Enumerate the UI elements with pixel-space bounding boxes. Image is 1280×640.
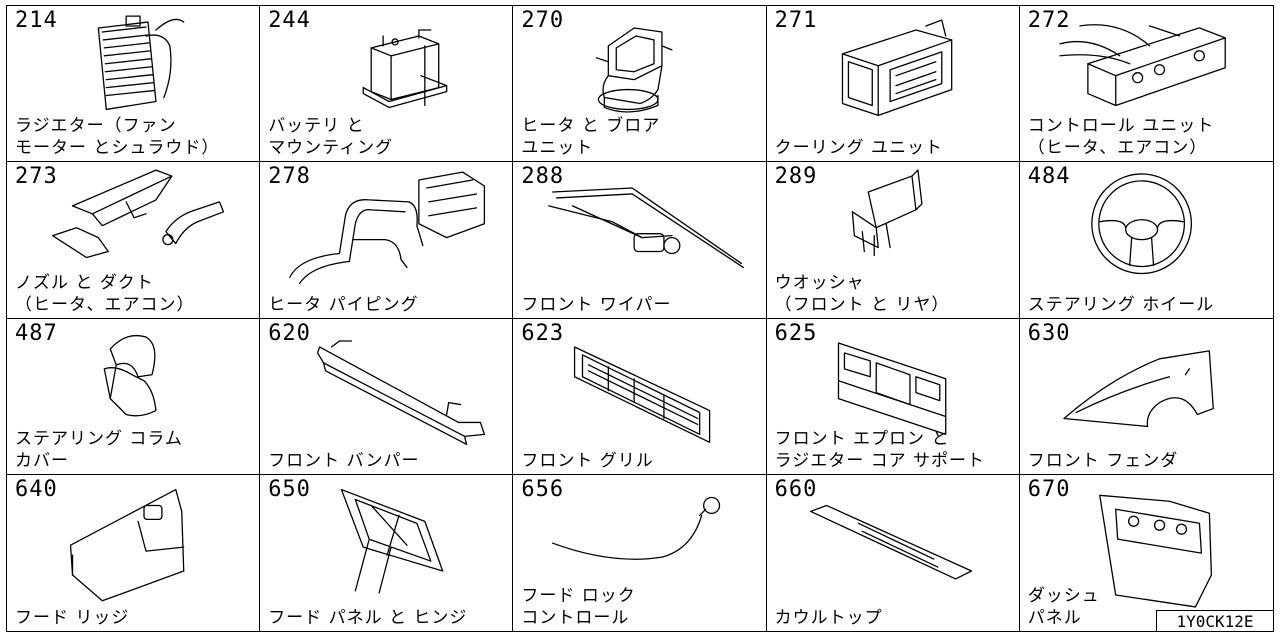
dash-panel-icon bbox=[1098, 494, 1212, 608]
part-code: 244 bbox=[268, 8, 311, 33]
part-label: ラジエター コア サポート bbox=[774, 450, 986, 471]
part-label: ヒータ パイピング bbox=[268, 294, 419, 315]
part-code: 288 bbox=[521, 164, 565, 190]
radiator-icon bbox=[97, 15, 185, 111]
fender-icon bbox=[1063, 349, 1214, 427]
drawing-reference-number: 1Y0CK12E bbox=[1156, 610, 1274, 632]
part-code: 484 bbox=[1027, 164, 1071, 190]
part-code: 670 bbox=[1027, 476, 1071, 502]
part-label: マウンティング bbox=[268, 138, 394, 159]
part-cell-670[interactable]: 670 ダッシュパネル bbox=[1020, 475, 1273, 631]
part-code: 656 bbox=[521, 476, 565, 502]
part-label: モーター とシュラウド） bbox=[15, 138, 220, 159]
part-label: ヒータ と ブロア bbox=[521, 116, 661, 137]
part-cell-214[interactable]: 214 ラジエター（ファンモーター とシュラウド） bbox=[7, 6, 261, 163]
part-label: フロント エプロン と bbox=[774, 428, 950, 449]
part-label: コントロール bbox=[521, 608, 630, 628]
hood-lock-icon bbox=[552, 496, 721, 560]
part-cell-484[interactable]: 484 ステアリング ホイール bbox=[1019, 162, 1273, 319]
part-label: コントロール ユニット bbox=[1027, 116, 1215, 137]
part-cell-623[interactable]: 623 フロント グリル bbox=[513, 318, 767, 475]
part-cell-640[interactable]: 640 フード リッジ bbox=[7, 474, 261, 631]
washer-icon bbox=[851, 169, 923, 257]
part-label: フロント フェンダ bbox=[1027, 450, 1179, 471]
part-cell-289[interactable]: 289 ウオッシャ（フロント と リヤ） bbox=[766, 162, 1020, 319]
part-cell-273[interactable]: 273 ノズル と ダクト（ヒータ、エアコン） bbox=[7, 162, 261, 319]
part-code: 625 bbox=[774, 320, 818, 346]
part-code: 272 bbox=[1027, 8, 1071, 33]
part-cell-244[interactable]: 244 バッテリ とマウンティング bbox=[260, 6, 514, 163]
part-code: 289 bbox=[774, 164, 818, 190]
heater-blower-icon bbox=[596, 27, 673, 113]
part-code: 278 bbox=[268, 164, 311, 190]
parts-index-grid: 214 ラジエター（ファンモーター とシュラウド） 244 バッテリ とマウンテ… bbox=[6, 5, 1274, 632]
part-label: ユニット bbox=[521, 138, 594, 159]
part-code: 273 bbox=[15, 164, 58, 190]
part-cell-625[interactable]: 625 フロント エプロン とラジエター コア サポート bbox=[766, 318, 1020, 475]
part-label: バッテリ と bbox=[268, 116, 365, 137]
part-label: フロント バンパー bbox=[268, 450, 420, 471]
heater-piping-icon bbox=[289, 171, 486, 285]
part-label: フロント グリル bbox=[521, 450, 654, 471]
part-code: 620 bbox=[268, 320, 311, 346]
part-code: 623 bbox=[521, 320, 565, 346]
column-cover-icon bbox=[103, 334, 157, 416]
part-label: フード ロック bbox=[521, 586, 636, 606]
part-label: クーリング ユニット bbox=[774, 138, 943, 159]
wiper-icon bbox=[548, 187, 745, 269]
part-code: 630 bbox=[1027, 320, 1071, 346]
part-label: フード パネル と ヒンジ bbox=[268, 608, 468, 628]
part-label: ステアリング コラム bbox=[15, 428, 183, 449]
part-cell-288[interactable]: 288 フロント ワイパー bbox=[513, 162, 767, 319]
part-cell-650[interactable]: 650 フード パネル と ヒンジ bbox=[260, 474, 514, 631]
part-label: フロント ワイパー bbox=[521, 294, 672, 315]
battery-icon bbox=[362, 29, 448, 109]
grille-icon bbox=[574, 345, 711, 443]
part-label: ステアリング ホイール bbox=[1027, 294, 1215, 315]
cooling-unit-icon bbox=[841, 19, 952, 117]
apron-icon bbox=[837, 341, 946, 435]
control-unit-icon bbox=[1059, 24, 1226, 107]
part-cell-278[interactable]: 278 ヒータ パイピング bbox=[260, 162, 514, 319]
part-label: フード リッジ bbox=[15, 608, 130, 628]
part-code: 650 bbox=[268, 476, 311, 502]
part-code: 660 bbox=[774, 476, 818, 502]
steering-wheel-icon bbox=[1091, 173, 1192, 275]
part-cell-656[interactable]: 656 フード ロックコントロール bbox=[513, 474, 767, 631]
part-cell-271[interactable]: 271 クーリング ユニット bbox=[766, 6, 1020, 163]
part-label: （ヒータ、エアコン） bbox=[15, 294, 195, 315]
part-code: 487 bbox=[15, 320, 58, 346]
part-code: 214 bbox=[15, 8, 58, 33]
part-cell-620[interactable]: 620 フロント バンパー bbox=[260, 318, 514, 475]
part-label: ダッシュ bbox=[1027, 586, 1100, 606]
part-label: カバー bbox=[15, 450, 69, 471]
nozzle-duct-icon bbox=[52, 169, 225, 259]
part-code: 271 bbox=[774, 8, 818, 33]
part-cell-630[interactable]: 630 フロント フェンダ bbox=[1019, 319, 1273, 475]
part-label: ラジエター（ファン bbox=[15, 116, 177, 137]
part-cell-272[interactable]: 272 コントロール ユニット（ヒータ、エアコン） bbox=[1019, 6, 1273, 163]
part-cell-660[interactable]: 660 カウルトップ bbox=[767, 474, 1020, 631]
part-label: （フロント と リヤ） bbox=[774, 294, 950, 315]
part-label: パネル bbox=[1027, 608, 1082, 628]
part-label: （ヒータ、エアコン） bbox=[1027, 138, 1208, 159]
part-code: 640 bbox=[15, 476, 58, 502]
part-cell-270[interactable]: 270 ヒータ と ブロアユニット bbox=[513, 6, 767, 163]
part-label: ウオッシャ bbox=[774, 272, 865, 293]
part-label: ノズル と ダクト bbox=[15, 272, 154, 293]
part-code: 270 bbox=[521, 8, 565, 33]
hood-ledge-icon bbox=[69, 488, 185, 602]
bumper-icon bbox=[317, 339, 486, 445]
cowl-top-icon bbox=[809, 504, 972, 580]
hood-panel-icon bbox=[340, 488, 444, 594]
part-label: カウルトップ bbox=[774, 608, 883, 628]
part-cell-487[interactable]: 487 ステアリング コラムカバー bbox=[7, 318, 261, 475]
